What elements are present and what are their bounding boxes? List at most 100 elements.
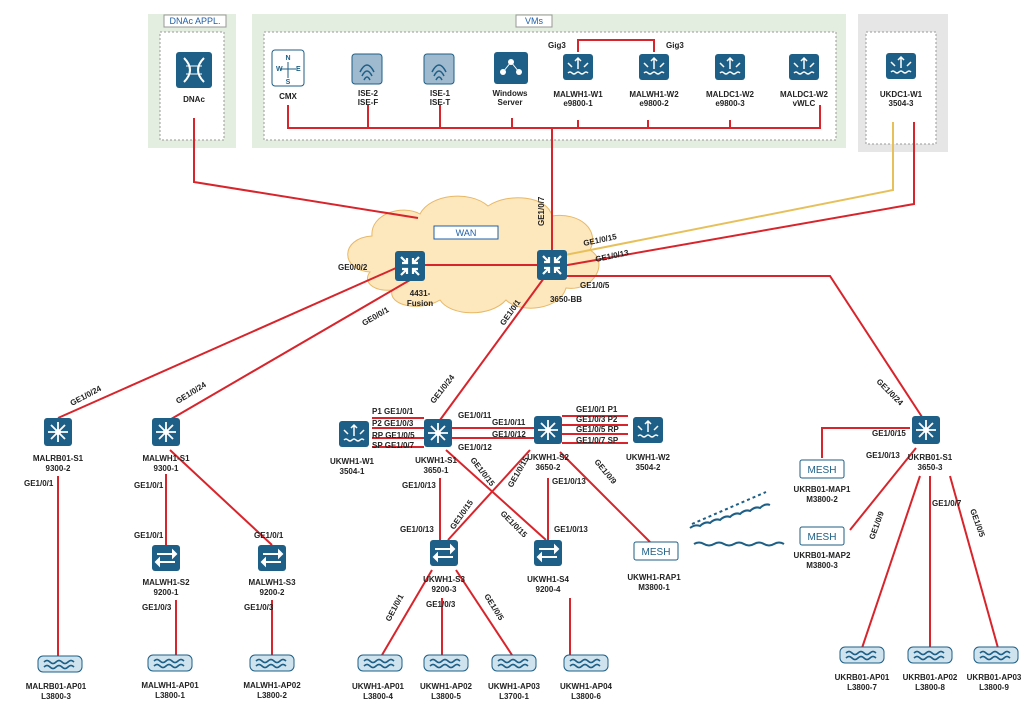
ukwh1ap02-name: UKWH1-AP02 [420,682,473,691]
cmx-compass-icon[interactable]: N S W E [271,49,305,87]
malrb01-s1-switch-icon[interactable] [43,417,73,447]
port-label: GE1/0/7 SP [576,436,619,445]
ukwh1-s1-switch-icon[interactable] [423,418,453,448]
ukrb01-ap01-icon[interactable] [839,646,885,664]
ukrb01ap01-name: UKRB01-AP01 [835,673,890,682]
ukwh1s2-name: UKWH1-S2 [527,453,569,462]
ukrb01-s1-switch-icon[interactable] [911,415,941,445]
vms-group-title: VMs [525,16,544,26]
maldc1w2-model: e9800-3 [715,99,745,108]
malwh1-ap02-icon[interactable] [249,654,295,672]
port-label: GE0/0/2 [338,263,368,272]
fusion-name: 4431- [410,289,431,298]
ukrb01-map1-mesh-icon[interactable]: MESH [799,459,845,479]
win-model: Server [498,98,523,107]
bb-router-icon[interactable] [535,248,569,282]
ukwh1-ap01-icon[interactable] [357,654,403,672]
malwh1-s2-switch-icon[interactable] [151,544,181,572]
port-label: GE1/0/5 RP [576,425,619,434]
port-label: GE1/0/13 [400,525,434,534]
svg-text:MESH: MESH [642,547,671,558]
ukwh1ap01-name: UKWH1-AP01 [352,682,405,691]
maldc1-w2-wlc-icon[interactable] [714,53,746,81]
port-label: GE1/0/7 [932,499,962,508]
ukwh1-s4-switch-icon[interactable] [533,539,563,567]
malwh1ap01-model: L3800-1 [155,691,185,700]
malrb01s1-name: MALRB01-S1 [33,454,84,463]
ise-1-fingerprint-icon[interactable] [423,53,455,85]
ukwh1-w1-wlc-icon[interactable] [338,420,370,448]
ukwh1w2-name: UKWH1-W2 [626,453,671,462]
port-label: GE1/0/9 [592,458,618,487]
dnac-name: DNAc [183,95,205,104]
port-label: GE1/0/3 [244,603,274,612]
bb-name: 3650-BB [550,295,582,304]
malwh1ap02-name: MALWH1-AP02 [243,681,301,690]
port-label: GE1/0/15 [499,509,530,540]
malwh1-w2-wlc-icon[interactable] [638,53,670,81]
ukwh1-ap02-icon[interactable] [423,654,469,672]
ise-2-fingerprint-icon[interactable] [351,53,383,85]
malwh1-ap01-icon[interactable] [147,654,193,672]
malwh1-s3-switch-icon[interactable] [257,544,287,572]
ukwh1w2-model: 3504-2 [636,463,661,472]
ukrb01-ap02-icon[interactable] [907,646,953,664]
ukwh1s4-name: UKWH1-S4 [527,575,569,584]
ukrb01-ap03-icon[interactable] [973,646,1019,664]
maldc1w2b-model: vWLC [793,99,816,108]
ukrb01-map2-mesh-icon[interactable]: MESH [799,526,845,546]
ukdc1-w1-wlc-icon[interactable] [885,52,917,80]
ukwh1s4-model: 9200-4 [536,585,561,594]
port-label: GE0/0/1 [361,305,391,328]
ukwh1-ap03-icon[interactable] [491,654,537,672]
ukwh1-w2-wlc-icon[interactable] [632,416,664,444]
ukwh1-s2-switch-icon[interactable] [533,415,563,445]
malwh1-s1-switch-icon[interactable] [151,417,181,447]
ukdc-uplink [559,122,894,257]
cmx-name: CMX [279,92,297,101]
port-label: GE1/0/1 P1 [576,405,618,414]
ukrb01s1-name: UKRB01-S1 [908,453,953,462]
port-label: GE1/0/7 [537,196,546,226]
malrb01-ap01-icon[interactable] [37,655,83,673]
windows-server-icon[interactable] [494,52,528,84]
ukrb01ap02-model: L3800-8 [915,683,945,692]
malwh1w2-name: MALWH1-W2 [629,90,679,99]
port-label: GE1/0/3 [426,600,456,609]
malrb01s1-model: 9300-2 [46,464,71,473]
malwh1w1-model: e9800-1 [563,99,593,108]
ukwh1rap1-name: UKWH1-RAP1 [627,573,681,582]
port-label: GE1/0/13 [402,481,436,490]
ukwh1ap04-name: UKWH1-AP04 [560,682,613,691]
port-label: GE1/0/24 [428,373,456,406]
maldc1-vwlc-icon[interactable] [788,53,820,81]
port-label: GE1/0/12 [458,443,492,452]
malwh1-w1-wlc-icon[interactable] [562,53,594,81]
port-label: GE1/0/1 [254,531,284,540]
ukwh1-s3-switch-icon[interactable] [429,539,459,567]
dna-helix-icon[interactable] [176,52,212,88]
dnac-group-title: DNAc APPL. [169,16,220,26]
maldc1w2b-name: MALDC1-W2 [780,90,829,99]
ukwh1ap01-model: L3800-4 [363,692,393,701]
port-label: GE1/0/3 P2 [576,415,618,424]
malwh1s1-name: MALWH1-S1 [142,454,190,463]
malwh1ap02-model: L3800-2 [257,691,287,700]
port-label: GE1/0/3 [142,603,172,612]
malrb01ap01-model: L3800-3 [41,692,71,701]
port-label: GE1/0/13 [595,248,630,264]
ukwh1s3-name: UKWH1-S3 [423,575,465,584]
ukrb01ap01-model: L3800-7 [847,683,877,692]
port-label: GE1/0/24 [174,380,208,406]
malwh1s2-name: MALWH1-S2 [142,578,190,587]
fusion-router-icon[interactable] [393,249,427,283]
port-label: GE1/0/11 [492,418,526,427]
ukwh1ap03-model: L3700-1 [499,692,529,701]
port-label: GE1/0/13 [554,525,588,534]
port-label: P1 GE1/0/1 [372,407,414,416]
ukwh1-ap04-icon[interactable] [563,654,609,672]
ukwh1-rap1-mesh-icon[interactable]: MESH [633,541,679,561]
malwh1s3-name: MALWH1-S3 [248,578,296,587]
ukwh1ap02-model: L3800-5 [431,692,461,701]
